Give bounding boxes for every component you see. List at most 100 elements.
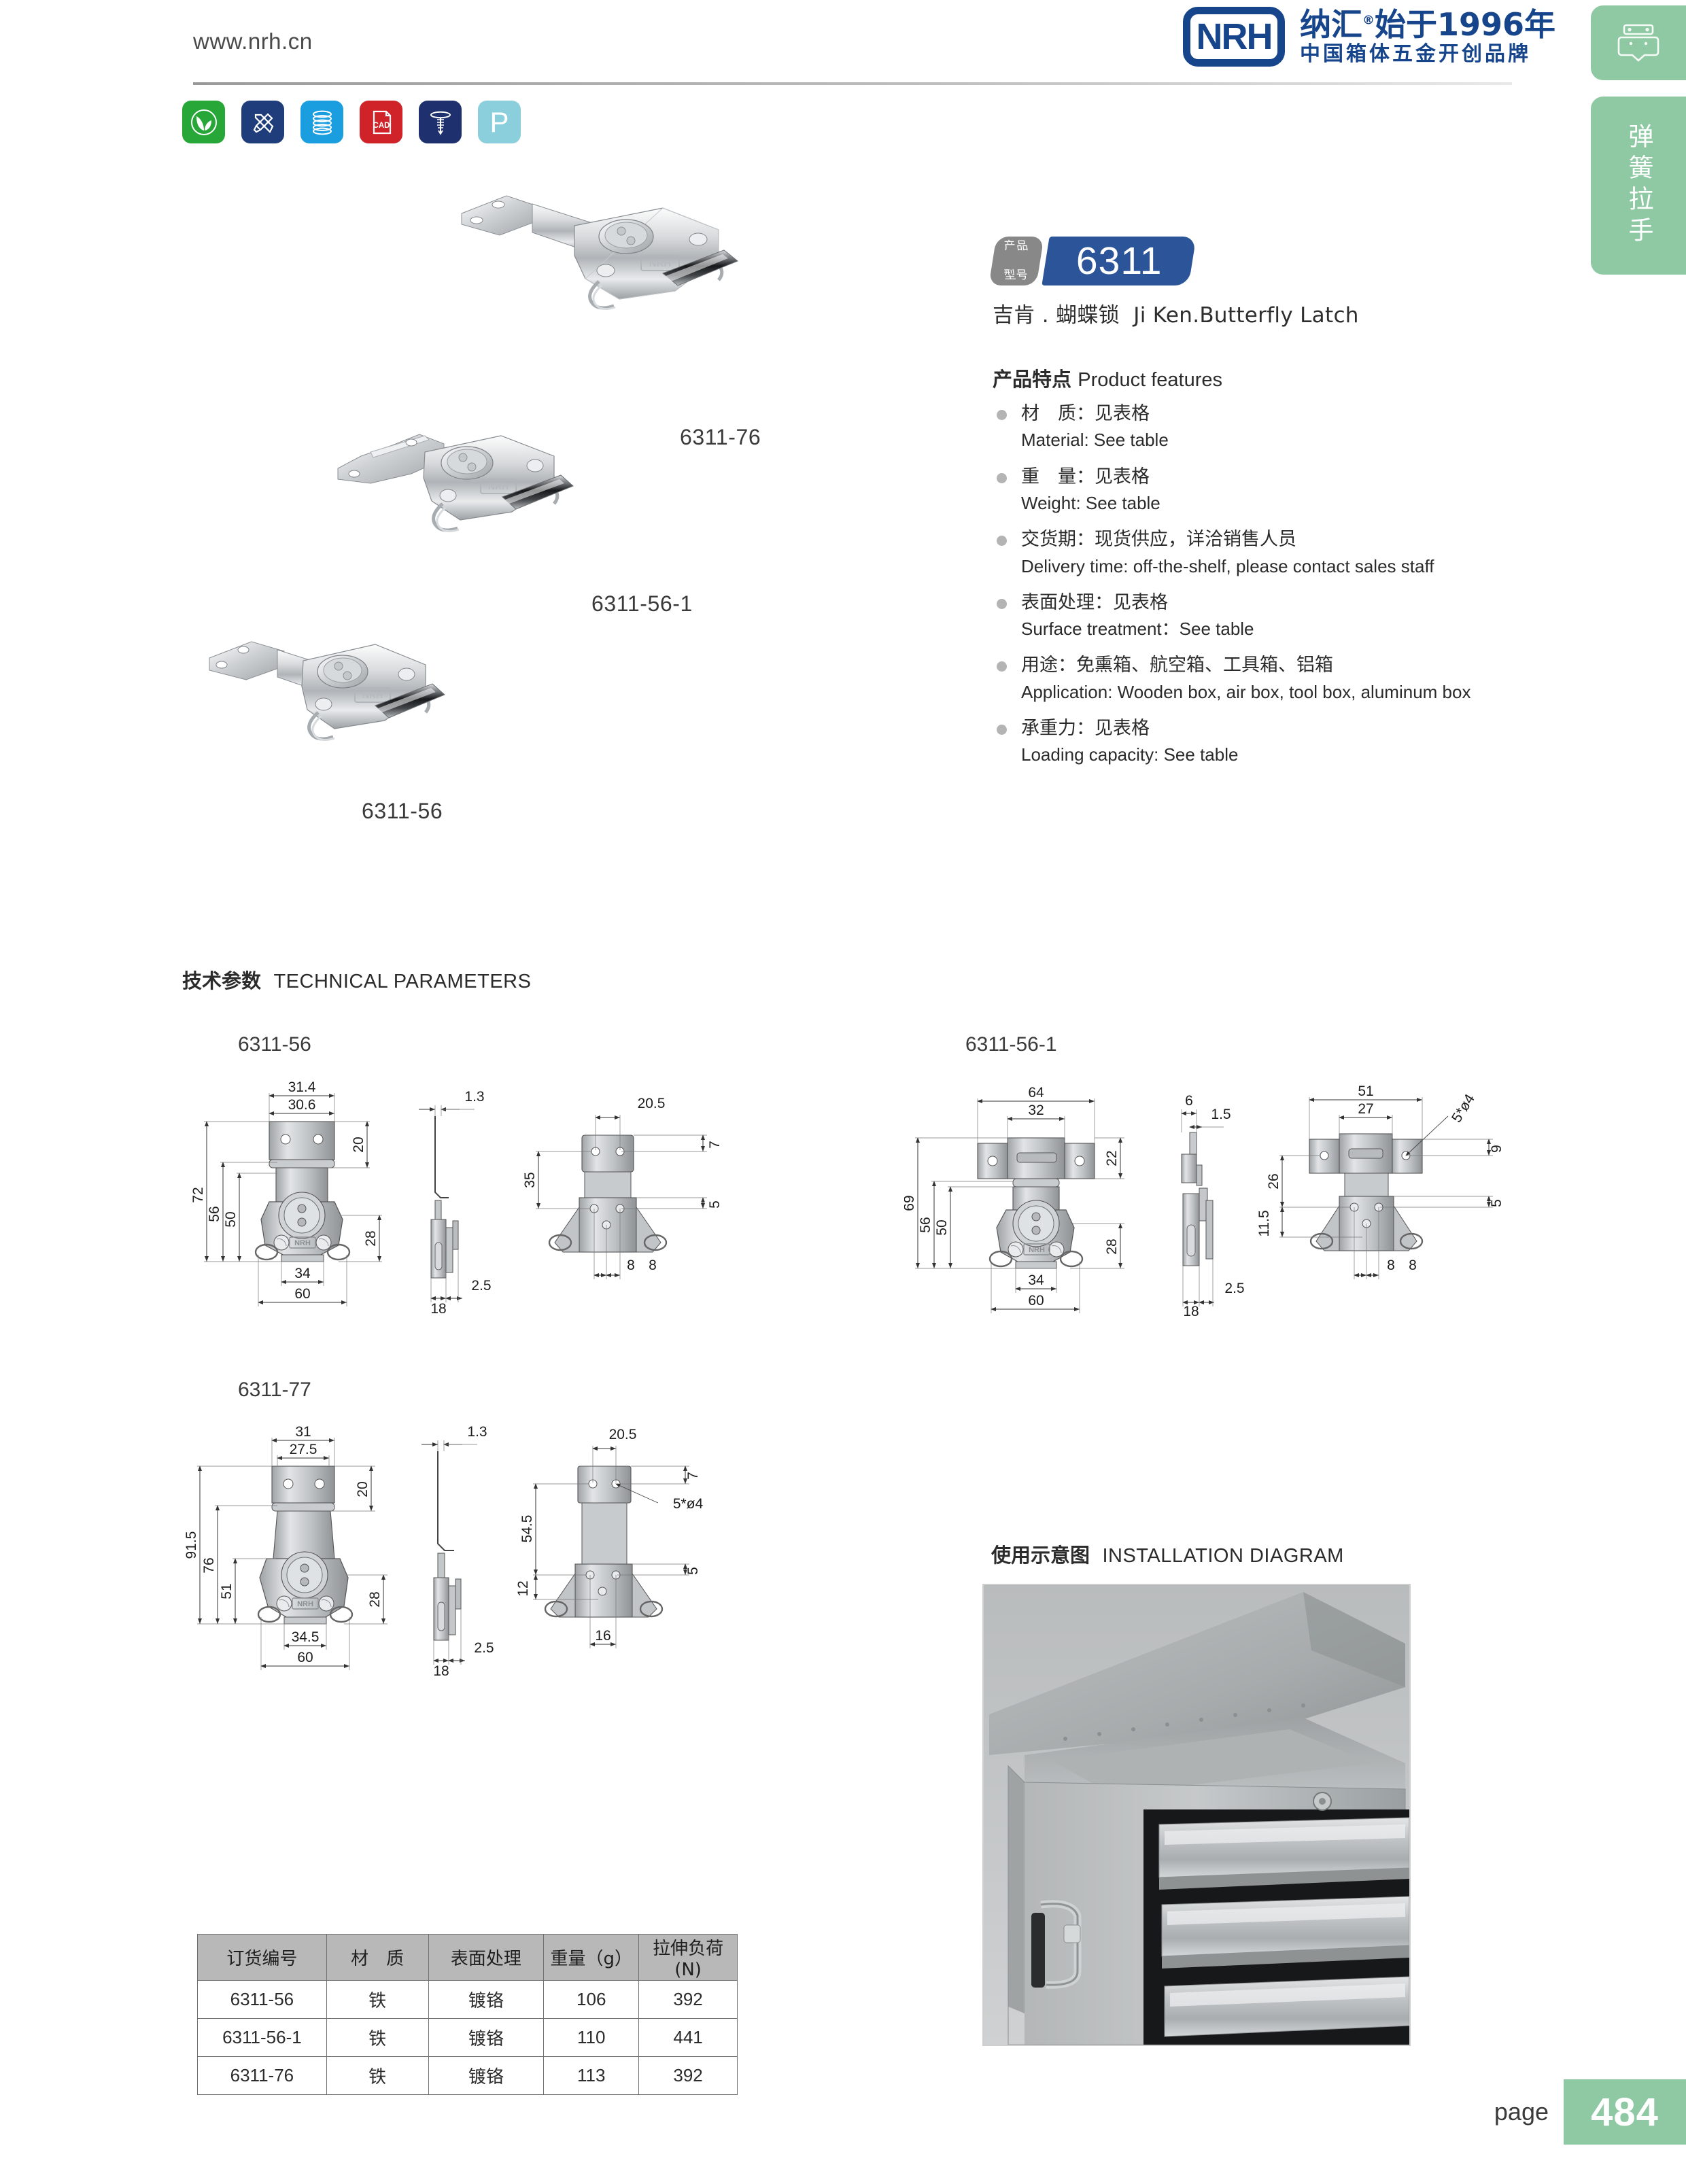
drawing-group-label-6311-56-1: 6311-56-1	[965, 1033, 1057, 1056]
feature-icon-row: CAD P	[182, 101, 521, 143]
dim-51: 51	[1358, 1084, 1373, 1099]
side-tab-latch-icon[interactable]	[1591, 5, 1686, 80]
nrh-logo-icon: NRH	[1183, 7, 1285, 67]
installation-photo	[982, 1584, 1411, 2046]
technical-parameters-heading: 技术参数 TECHNICAL PARAMETERS	[182, 969, 532, 992]
dim-5: 5	[707, 1200, 723, 1209]
dim-34-1: 34	[1028, 1272, 1044, 1288]
dim-20: 20	[351, 1137, 366, 1152]
feature-cn: 承重力：见表格	[1021, 717, 1150, 739]
dim-16: 16	[595, 1628, 610, 1644]
dim-20-5: 20.5	[638, 1096, 666, 1111]
dim-28-1: 28	[1104, 1238, 1120, 1254]
cell-surface: 镀铬	[428, 2056, 545, 2095]
dim-51-77: 51	[219, 1583, 235, 1599]
patent-p-letter: P	[489, 105, 509, 138]
dim-35: 35	[522, 1172, 538, 1188]
dim-1-3-77: 1.3	[467, 1424, 487, 1440]
feature-item-weight: 重 量：见表格 Weight: See table	[993, 465, 1509, 516]
side-tab-category-label: 弹簧拉手	[1624, 123, 1653, 248]
feature-en: Application: Wooden box, air box, tool b…	[1021, 681, 1471, 702]
cell-tensile-load: 392	[638, 1980, 738, 2019]
feature-cn: 表面处理：见表格	[1021, 591, 1168, 613]
page-header: www.nrh.cn NRH 纳汇®始于1996年 中国箱体五金开创品牌	[0, 0, 1686, 92]
feature-item-application: 用途：免熏箱、航空箱、工具箱、铝箱 Application: Wooden bo…	[993, 653, 1509, 704]
dim-28: 28	[363, 1230, 379, 1246]
table-row: 6311-56-1 铁 镀铬 110 441	[197, 2018, 738, 2057]
feature-en: Surface treatment：See table	[1021, 619, 1254, 640]
bullet-icon	[997, 661, 1007, 672]
photo-label-6311-56: 6311-56	[362, 799, 443, 823]
model-badge-row: 产品型号 6311	[988, 231, 1509, 291]
dim-27: 27	[1358, 1101, 1373, 1117]
dim-9: 9	[1489, 1145, 1504, 1153]
patent-p-icon[interactable]: P	[478, 101, 521, 143]
feature-cn: 重 量：见表格	[1021, 466, 1150, 487]
photo-label-6311-56-1: 6311-56-1	[591, 591, 693, 616]
bullet-icon	[997, 536, 1007, 547]
features-heading: 产品特点 Product features	[993, 368, 1223, 391]
dim-18: 18	[430, 1301, 446, 1317]
dim-72: 72	[190, 1187, 206, 1202]
product-photo-6311-76: NRH	[459, 190, 744, 384]
feature-cn: 用途：免熏箱、航空箱、工具箱、铝箱	[1021, 655, 1333, 676]
model-label-text: 产品型号	[1003, 239, 1030, 282]
product-subtitle: 吉肯 . 蝴蝶锁 Ji Ken.Butterfly Latch	[993, 303, 1359, 328]
feature-cn: 材 质：见表格	[1021, 403, 1150, 424]
svg-text:NRH: NRH	[488, 481, 509, 491]
dim-5-1: 5	[1489, 1199, 1504, 1207]
drawing-group-label-6311-56: 6311-56	[238, 1033, 311, 1056]
dim-91-5: 91.5	[184, 1531, 199, 1559]
dim-60-77: 60	[297, 1650, 313, 1665]
dim-26: 26	[1266, 1173, 1281, 1189]
bullet-icon	[997, 598, 1007, 609]
drawing-6311-56-1: NRH 64 32 69 56 50 22 28 34 60 6 1.5	[904, 1074, 1523, 1346]
eco-leaf-icon[interactable]	[182, 101, 225, 143]
dim-69: 69	[904, 1195, 917, 1211]
dim-31: 31	[295, 1424, 311, 1440]
cell-order-code: 6311-56	[197, 1980, 327, 2019]
spring-coil-icon[interactable]	[300, 101, 343, 143]
side-tab-category[interactable]: 弹簧拉手	[1591, 97, 1686, 275]
dim-76: 76	[201, 1557, 217, 1573]
nrh-logo-text: NRH	[1196, 16, 1273, 57]
header-divider	[193, 82, 1512, 85]
dim-18-1: 18	[1183, 1304, 1199, 1319]
product-photo-6311-56-1: NRH	[330, 411, 588, 585]
feature-en: Weight: See table	[1021, 492, 1160, 513]
feature-cn: 交货期：现货供应，详洽销售人员	[1021, 529, 1296, 551]
dim-32: 32	[1028, 1103, 1044, 1118]
svg-text:CAD: CAD	[373, 122, 390, 130]
feature-en: Material: See table	[1021, 430, 1169, 451]
feature-item-loading: 承重力：见表格 Loading capacity: See table	[993, 716, 1509, 767]
brand-tagline-primary: 纳汇®始于1996年	[1300, 6, 1556, 44]
dim-50-1: 50	[934, 1219, 950, 1235]
svg-text:NRH: NRH	[1029, 1246, 1045, 1254]
dim-12: 12	[515, 1580, 531, 1596]
cell-tensile-load: 441	[638, 2018, 738, 2057]
cell-tensile-load: 392	[638, 2056, 738, 2095]
drawing-6311-77: NRH 31 27.5 91.5 76 51 20 28 34.5 60 1.3	[182, 1417, 787, 1710]
svg-text:NRH: NRH	[297, 1600, 313, 1608]
screw-icon[interactable]	[419, 101, 462, 143]
feature-item-delivery: 交货期：现货供应，详洽销售人员 Delivery time: off-the-s…	[993, 527, 1509, 578]
product-info-panel: 产品型号 6311 吉肯 . 蝴蝶锁 Ji Ken.Butterfly Latc…	[988, 231, 1509, 779]
design-tools-icon[interactable]	[241, 101, 284, 143]
dim-60-1: 60	[1028, 1293, 1044, 1308]
bullet-icon	[997, 410, 1007, 420]
cell-weight: 106	[543, 1980, 640, 2019]
feature-item-surface: 表面处理：见表格 Surface treatment：See table	[993, 591, 1509, 642]
page-number-badge: 484	[1564, 2079, 1686, 2145]
dim-22: 22	[1104, 1150, 1120, 1166]
dim-8a-1: 8	[1387, 1258, 1395, 1273]
col-order-code: 订货编号	[197, 1934, 327, 1981]
specification-table: 订货编号 材 质 表面处理 重量（g） 拉伸负荷 (N) 6311-56 铁 镀…	[197, 1934, 738, 2095]
cad-file-icon[interactable]: CAD	[360, 101, 402, 143]
model-label-badge: 产品型号	[988, 237, 1044, 285]
dim-30-6: 30.6	[288, 1097, 316, 1113]
dim-2-5: 2.5	[471, 1278, 491, 1294]
col-material: 材 质	[326, 1934, 429, 1981]
svg-text:NRH: NRH	[649, 258, 672, 269]
dim-28-77: 28	[367, 1591, 383, 1607]
dim-20-5-77: 20.5	[609, 1427, 637, 1442]
